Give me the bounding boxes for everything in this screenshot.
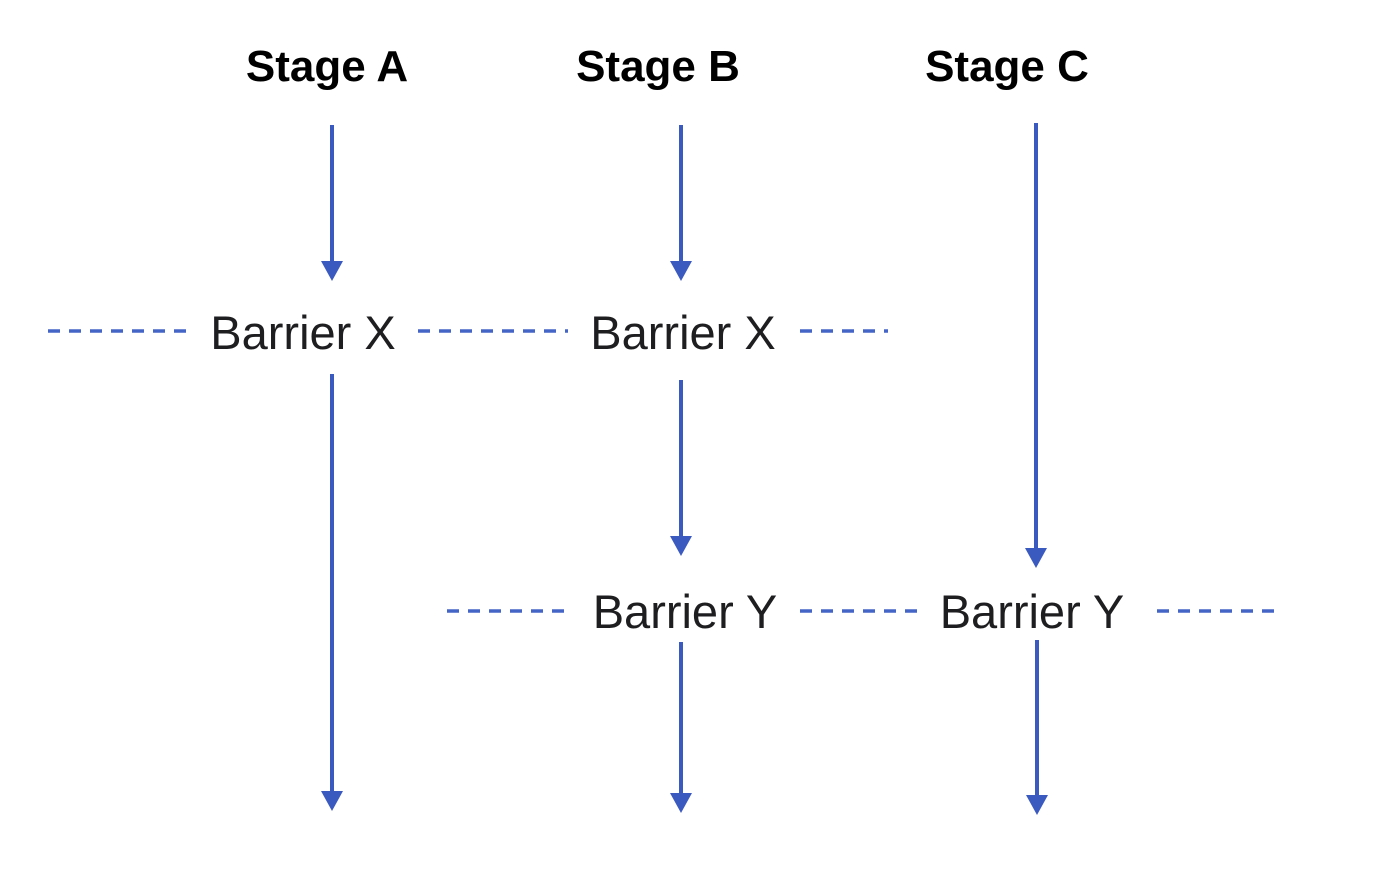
stage-b-title: Stage B <box>576 42 740 91</box>
stage-b-arrow-bottom-head <box>670 793 692 813</box>
barrier-x-label-stage-b: Barrier X <box>590 306 776 360</box>
stage-c-lifeline <box>1025 123 1048 815</box>
stage-a-lifeline <box>321 125 343 811</box>
stage-a-arrow-top-head <box>321 261 343 281</box>
stage-c-arrow-top-head <box>1025 548 1047 568</box>
stage-b-lifeline <box>670 125 692 813</box>
stage-a-title: Stage A <box>245 42 409 91</box>
barrier-y-label-stage-b: Barrier Y <box>592 585 778 639</box>
stage-b-arrow-middle-head <box>670 536 692 556</box>
stage-b-arrow-top-head <box>670 261 692 281</box>
stage-c-title: Stage C <box>925 42 1089 91</box>
barrier-y-label-stage-c: Barrier Y <box>939 585 1125 639</box>
barrier-x-label-stage-a: Barrier X <box>210 306 396 360</box>
stage-a-arrow-bottom-head <box>321 791 343 811</box>
stage-c-arrow-bottom-head <box>1026 795 1048 815</box>
